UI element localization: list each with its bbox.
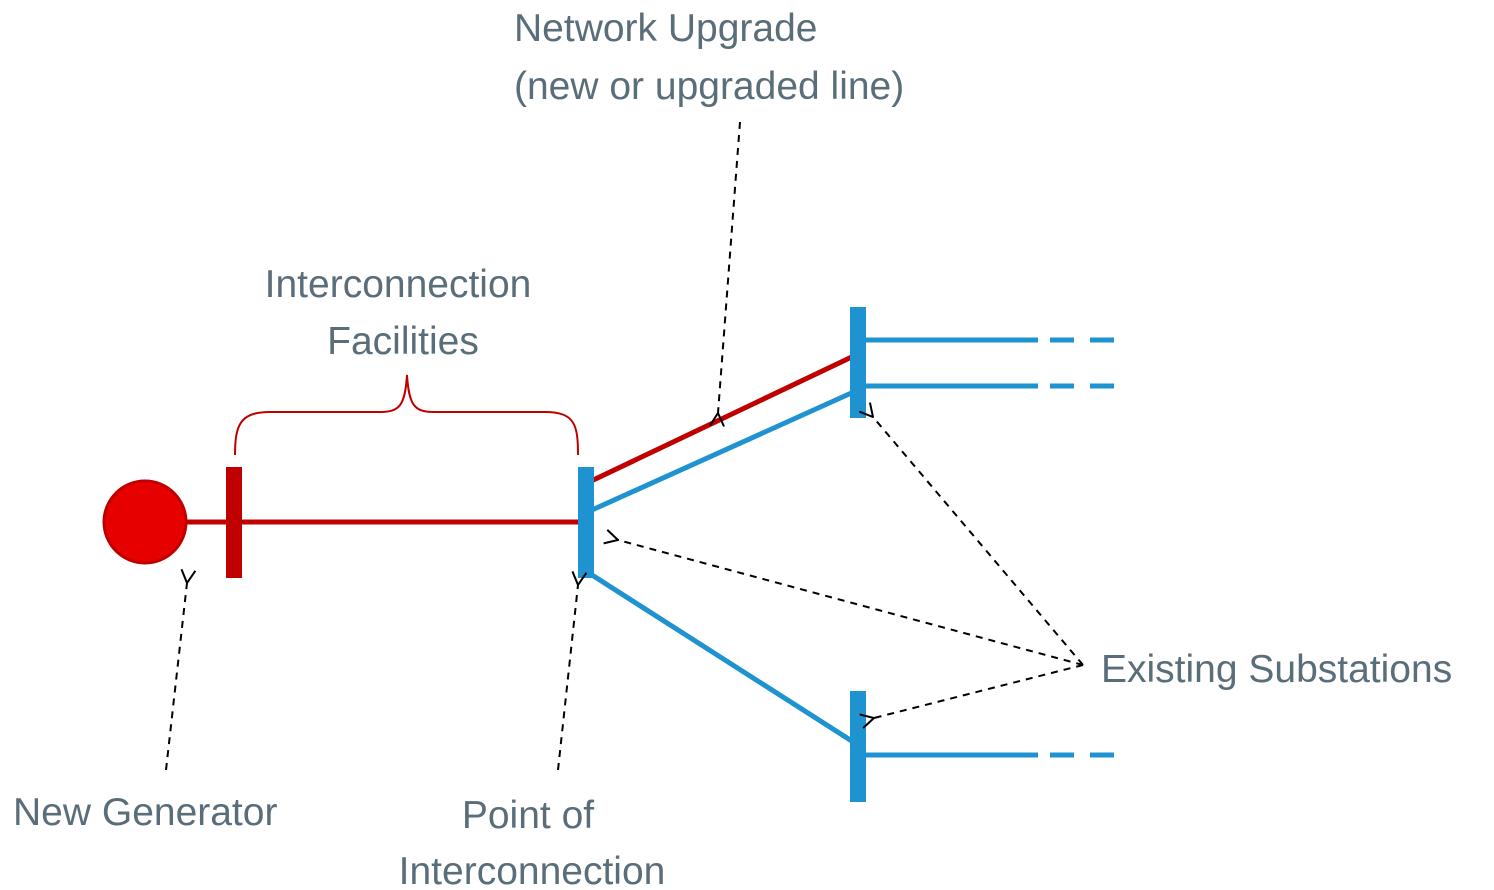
poi-arrow xyxy=(557,585,578,771)
existing-substation-arrow-bottom xyxy=(874,664,1084,718)
bottom-substation-bus xyxy=(850,691,866,802)
interconnection-facilities-label-line2: Facilities xyxy=(327,320,479,363)
new-generator-arrow xyxy=(165,583,187,771)
network-upgrade-label-line2: (new or upgraded line) xyxy=(514,65,904,108)
generator-icon xyxy=(102,479,188,565)
network-upgrade-label-line1: Network Upgrade xyxy=(514,7,817,50)
generator-bus xyxy=(226,467,242,578)
network-upgrade-line xyxy=(585,351,860,486)
callout-arrows xyxy=(165,121,1084,771)
existing-lines xyxy=(590,337,1115,758)
interconnection-facilities-brace xyxy=(234,374,579,456)
top-substation-bus xyxy=(850,307,866,418)
poi-label-line1: Point of xyxy=(462,794,594,837)
existing-substations-label: Existing Substations xyxy=(1101,648,1452,691)
line-poi-to-top-substation xyxy=(590,387,860,513)
interconnection-facilities-label-line1: Interconnection xyxy=(265,263,532,306)
existing-substation-arrow-poi xyxy=(618,540,1084,666)
existing-substation-arrow-top xyxy=(873,417,1084,666)
line-poi-to-bottom-substation xyxy=(590,572,860,748)
poi-bus xyxy=(578,467,594,578)
new-generator-label: New Generator xyxy=(13,791,277,834)
network-upgrade-arrow xyxy=(718,121,741,413)
poi-label-line2: Interconnection xyxy=(399,850,666,890)
